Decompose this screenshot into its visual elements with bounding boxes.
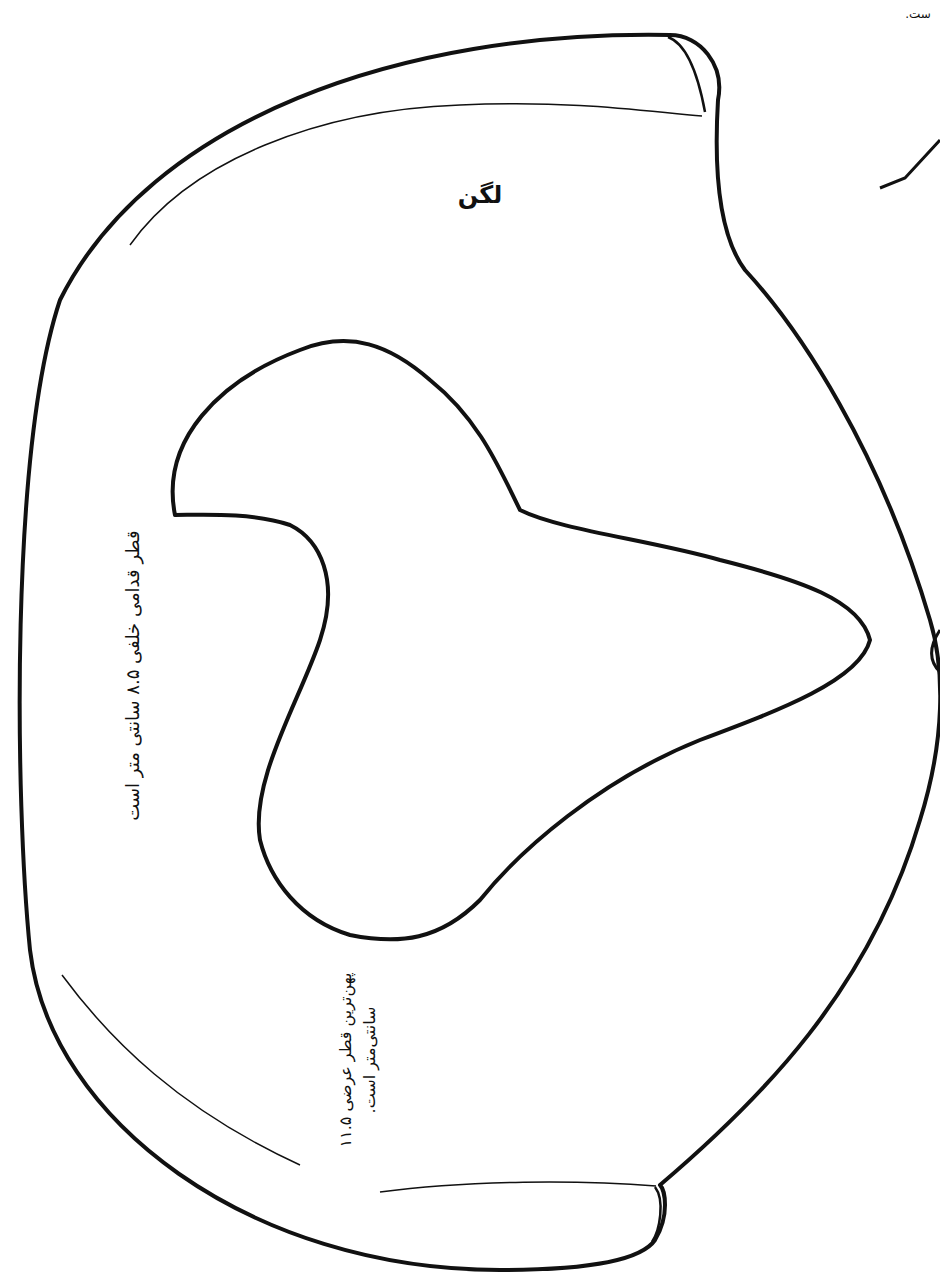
- notch: [932, 630, 940, 672]
- rim-line: [380, 1182, 656, 1192]
- dimension-note: قطر قدامی خلفی ۸.۵ سانتی متر است: [119, 530, 146, 820]
- dimension-note: ست.: [905, 5, 931, 23]
- rim-line: [130, 104, 702, 245]
- pelvis-outline: [20, 35, 940, 1270]
- region-name: لگن: [458, 177, 503, 213]
- stray-line: [880, 140, 940, 188]
- cap-line: [652, 1187, 661, 1242]
- pelvic-inlet: [173, 341, 870, 939]
- rim-line: [62, 975, 300, 1165]
- dimension-note: پهن‌ترین قطر عرضی ۱۱.۵ سانتی‌متر است.: [333, 968, 381, 1153]
- cap-line: [668, 37, 705, 112]
